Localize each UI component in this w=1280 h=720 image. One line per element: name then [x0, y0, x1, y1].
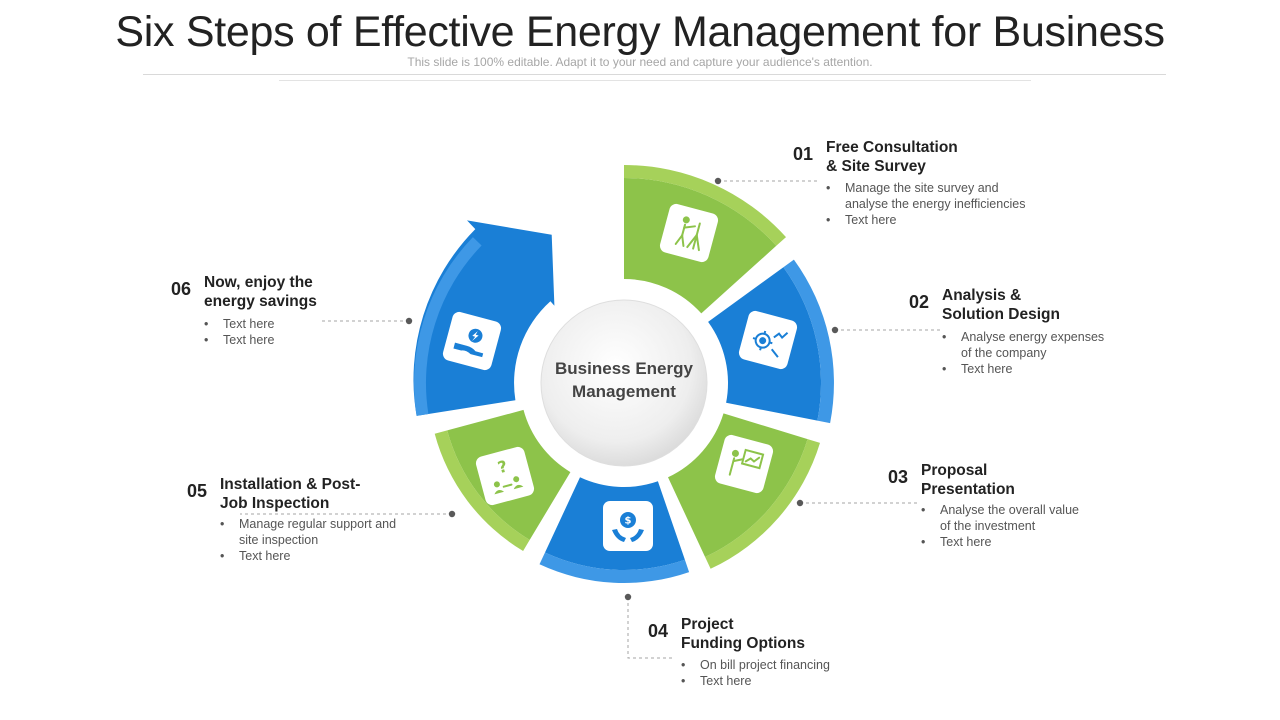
question-team-icon: ? — [475, 446, 535, 506]
hub-circle — [540, 299, 708, 467]
energy-hand-icon — [442, 311, 502, 371]
step-title-line1: Project — [681, 616, 734, 633]
center-label-line2: Management — [572, 382, 676, 401]
connector-dot-2 — [831, 326, 839, 334]
step-title-line2: & Site Survey — [826, 158, 926, 175]
segment-5-rim — [434, 430, 530, 551]
bullet: Text here — [942, 361, 1104, 377]
step-title: Proposal Presentation — [921, 461, 1015, 499]
step-number: 06 — [171, 279, 192, 299]
step-title: Project Funding Options — [681, 615, 805, 653]
connector-dot-1 — [714, 177, 722, 185]
connector-dot-3 — [796, 499, 804, 507]
center-label-line1: Business Energy — [555, 359, 693, 378]
step-number: 01 — [793, 144, 814, 164]
step-title-line2: Job Inspection — [220, 495, 330, 512]
step-number: 04 — [648, 621, 669, 641]
step-title-line1: Analysis & — [942, 287, 1022, 304]
bullet: Text here — [681, 673, 830, 689]
title-divider — [143, 74, 1166, 75]
presentation-icon — [714, 434, 774, 494]
step-title-line1: Installation & Post- — [220, 476, 361, 493]
step-title-line2: Funding Options — [681, 635, 805, 652]
surveyor-icon — [659, 203, 719, 263]
step-number: 05 — [187, 481, 208, 501]
center-label: Business Energy Management — [544, 357, 704, 403]
step-title: Free Consultation & Site Survey — [826, 138, 958, 176]
step-number: 03 — [888, 467, 909, 487]
bullet: Text here — [921, 534, 1079, 550]
page-title: Six Steps of Effective Energy Management… — [115, 8, 1165, 56]
svg-text:$: $ — [625, 516, 632, 527]
bullet: Text here — [204, 332, 274, 348]
bullet: Text here — [826, 212, 1025, 228]
gear-chart-icon — [738, 310, 798, 370]
step-title-line1: Free Consultation — [826, 139, 958, 156]
step-title-line1: Now, enjoy the — [204, 274, 313, 291]
step-title-line2: energy savings — [204, 293, 317, 310]
step-title-line2: Presentation — [921, 481, 1015, 498]
step-title: Installation & Post- Job Inspection — [220, 475, 360, 513]
bullet: On bill project financing — [681, 657, 830, 673]
connector-dot-5 — [448, 510, 456, 518]
segment-4-rim — [539, 552, 690, 584]
step-title: Now, enjoy the energy savings — [204, 273, 317, 311]
bullet: Text here — [204, 316, 274, 332]
step-number: 02 — [909, 292, 930, 312]
step-bullets: Text here Text here — [204, 316, 274, 348]
step-title-line2: Solution Design — [942, 306, 1060, 323]
connector-4 — [627, 597, 672, 659]
segment-6-rim — [413, 237, 482, 416]
title-divider-secondary — [279, 80, 1031, 81]
connector-dot-6 — [405, 317, 413, 325]
step-title: Analysis & Solution Design — [942, 286, 1060, 324]
money-hand-icon: $ — [603, 501, 653, 551]
connector-dot-4 — [624, 593, 632, 601]
segment-3-rim — [705, 439, 820, 569]
segment-2-rim — [783, 259, 834, 424]
page-subtitle: This slide is 100% editable. Adapt it to… — [407, 55, 873, 69]
bullet: Text here — [220, 548, 396, 564]
step-bullets: On bill project financing Text here — [681, 657, 830, 689]
segment-1-rim — [624, 165, 786, 246]
step-title-line1: Proposal — [921, 462, 988, 479]
